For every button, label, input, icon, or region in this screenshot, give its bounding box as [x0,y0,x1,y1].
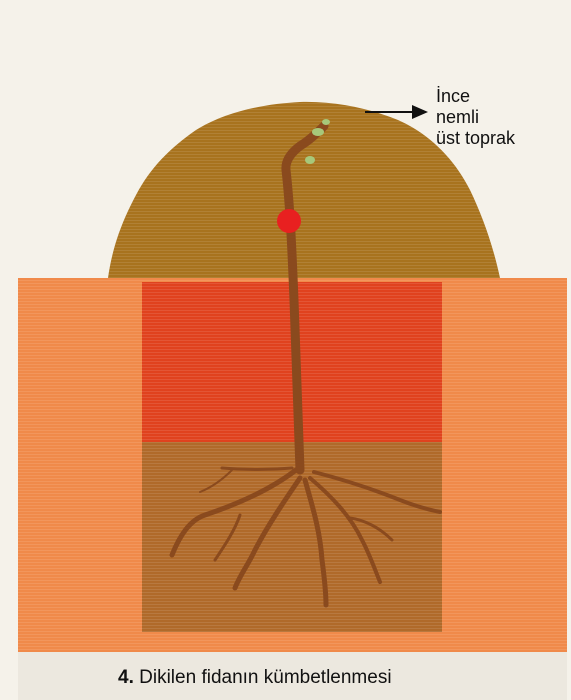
annotation-line-1: İnce [436,86,515,107]
topsoil-annotation: İnce nemli üst toprak [436,86,515,149]
caption-number: 4. [118,667,134,688]
figure-caption: 4. Dikilen fidanın kümbetlenmesi [118,667,392,689]
caption-text: Dikilen fidanın kümbetlenmesi [139,667,391,688]
graft-bud-marker [277,209,301,233]
annotation-line-3: üst toprak [436,128,515,149]
annotation-line-2: nemli [436,107,515,128]
